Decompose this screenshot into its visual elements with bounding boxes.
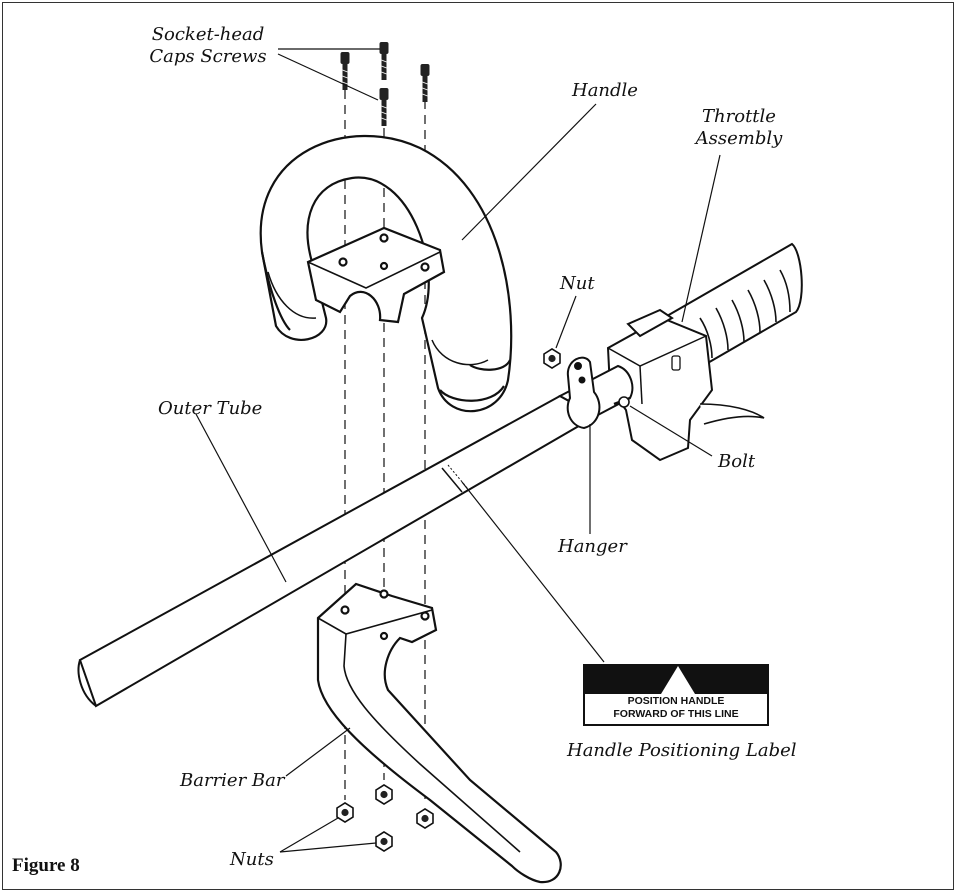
hanger-nut bbox=[543, 348, 561, 369]
position-handle-label: POSITION HANDLE FORWARD OF THIS LINE bbox=[583, 664, 769, 726]
barrier-bar bbox=[316, 582, 562, 884]
callout-nuts: Nuts bbox=[230, 849, 274, 870]
leader-lines bbox=[195, 48, 721, 853]
socket-head-screws bbox=[340, 41, 430, 127]
callout-nut: Nut bbox=[560, 273, 595, 294]
callout-barrier-bar: Barrier Bar bbox=[180, 770, 285, 791]
callout-hanger: Hanger bbox=[558, 536, 627, 557]
figure-caption: Figure 8 bbox=[12, 855, 80, 876]
callout-socket-head-line1: Socket-head bbox=[151, 24, 265, 45]
callout-socket-head-screws: Socket-head Caps Screws bbox=[148, 24, 268, 68]
callout-throttle-line1: Throttle bbox=[702, 106, 776, 127]
throttle-assembly bbox=[557, 242, 803, 462]
callout-handle: Handle bbox=[572, 80, 638, 101]
callout-handle-positioning-label: Handle Positioning Label bbox=[567, 740, 797, 761]
callout-bolt: Bolt bbox=[718, 451, 756, 472]
callout-outer-tube: Outer Tube bbox=[158, 398, 263, 419]
label-text-line2: FORWARD OF THIS LINE bbox=[613, 708, 739, 720]
handle bbox=[259, 134, 513, 413]
label-triangle-pointer bbox=[661, 666, 695, 694]
callout-throttle-assembly: Throttle Assembly bbox=[692, 106, 786, 150]
hanger bbox=[566, 356, 601, 430]
callout-socket-head-line2: Caps Screws bbox=[149, 46, 267, 67]
label-text: POSITION HANDLE FORWARD OF THIS LINE bbox=[585, 695, 767, 721]
nuts bbox=[336, 784, 434, 852]
label-text-line1: POSITION HANDLE bbox=[627, 695, 725, 707]
callout-throttle-line2: Assembly bbox=[695, 128, 783, 149]
